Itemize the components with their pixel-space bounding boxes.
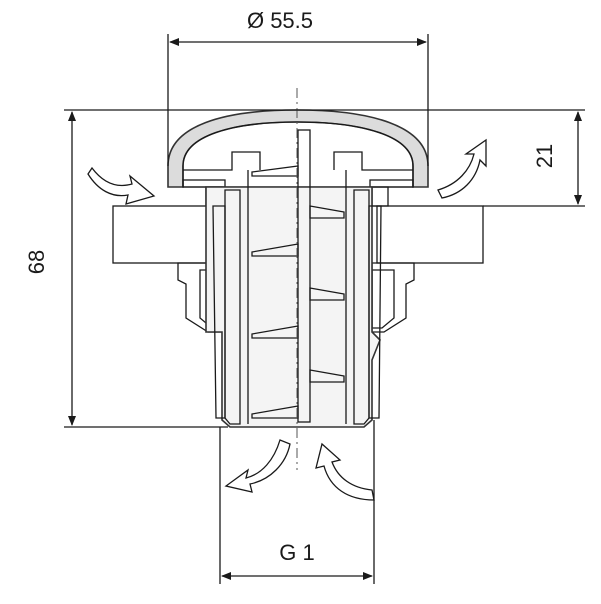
body-outline: [205, 186, 381, 428]
thread-label: G 1: [279, 540, 314, 565]
diameter-label: Ø 55.5: [247, 8, 313, 33]
height-label: 68: [24, 250, 49, 274]
body-wall-right: [353, 189, 370, 425]
cap-inner: [182, 121, 414, 188]
labyrinth-fins: [251, 129, 345, 423]
fin-right-2: [309, 287, 345, 301]
fin-right-1: [309, 205, 345, 219]
dimension-height: 68: [24, 109, 297, 428]
nut-right-thread: [371, 269, 395, 329]
dimension-thread: G 1: [219, 420, 375, 584]
fin-left-3: [251, 325, 299, 339]
fin-left-2: [251, 243, 299, 257]
cap-foot-left: [182, 179, 226, 188]
fin-left-1: [251, 165, 299, 177]
airflow-out-arrow: [437, 138, 487, 199]
vent-cap: [167, 109, 429, 188]
nut-right: [371, 262, 415, 333]
flange-right: [371, 186, 389, 207]
panel-right: [376, 205, 484, 264]
cap-rim-right: [333, 151, 413, 171]
dimension-diameter: Ø 55.5: [167, 8, 429, 166]
body-wall-left: [224, 189, 241, 425]
cap-foot-right: [369, 179, 414, 188]
panel-left: [112, 205, 216, 264]
airflow-in-arrow: [87, 166, 156, 205]
airflow-arrows: [87, 138, 487, 501]
cap-rim-left: [183, 151, 261, 171]
dimension-cap-height: 21: [297, 109, 585, 207]
fin-left-4: [251, 405, 299, 419]
airflow-up-in-arrow: [315, 442, 375, 501]
fin-core: [297, 129, 311, 423]
cap-height-label: 21: [532, 144, 557, 168]
airflow-down-out-arrow: [224, 439, 291, 493]
fin-right-3: [309, 369, 345, 383]
threaded-body: [205, 170, 382, 428]
